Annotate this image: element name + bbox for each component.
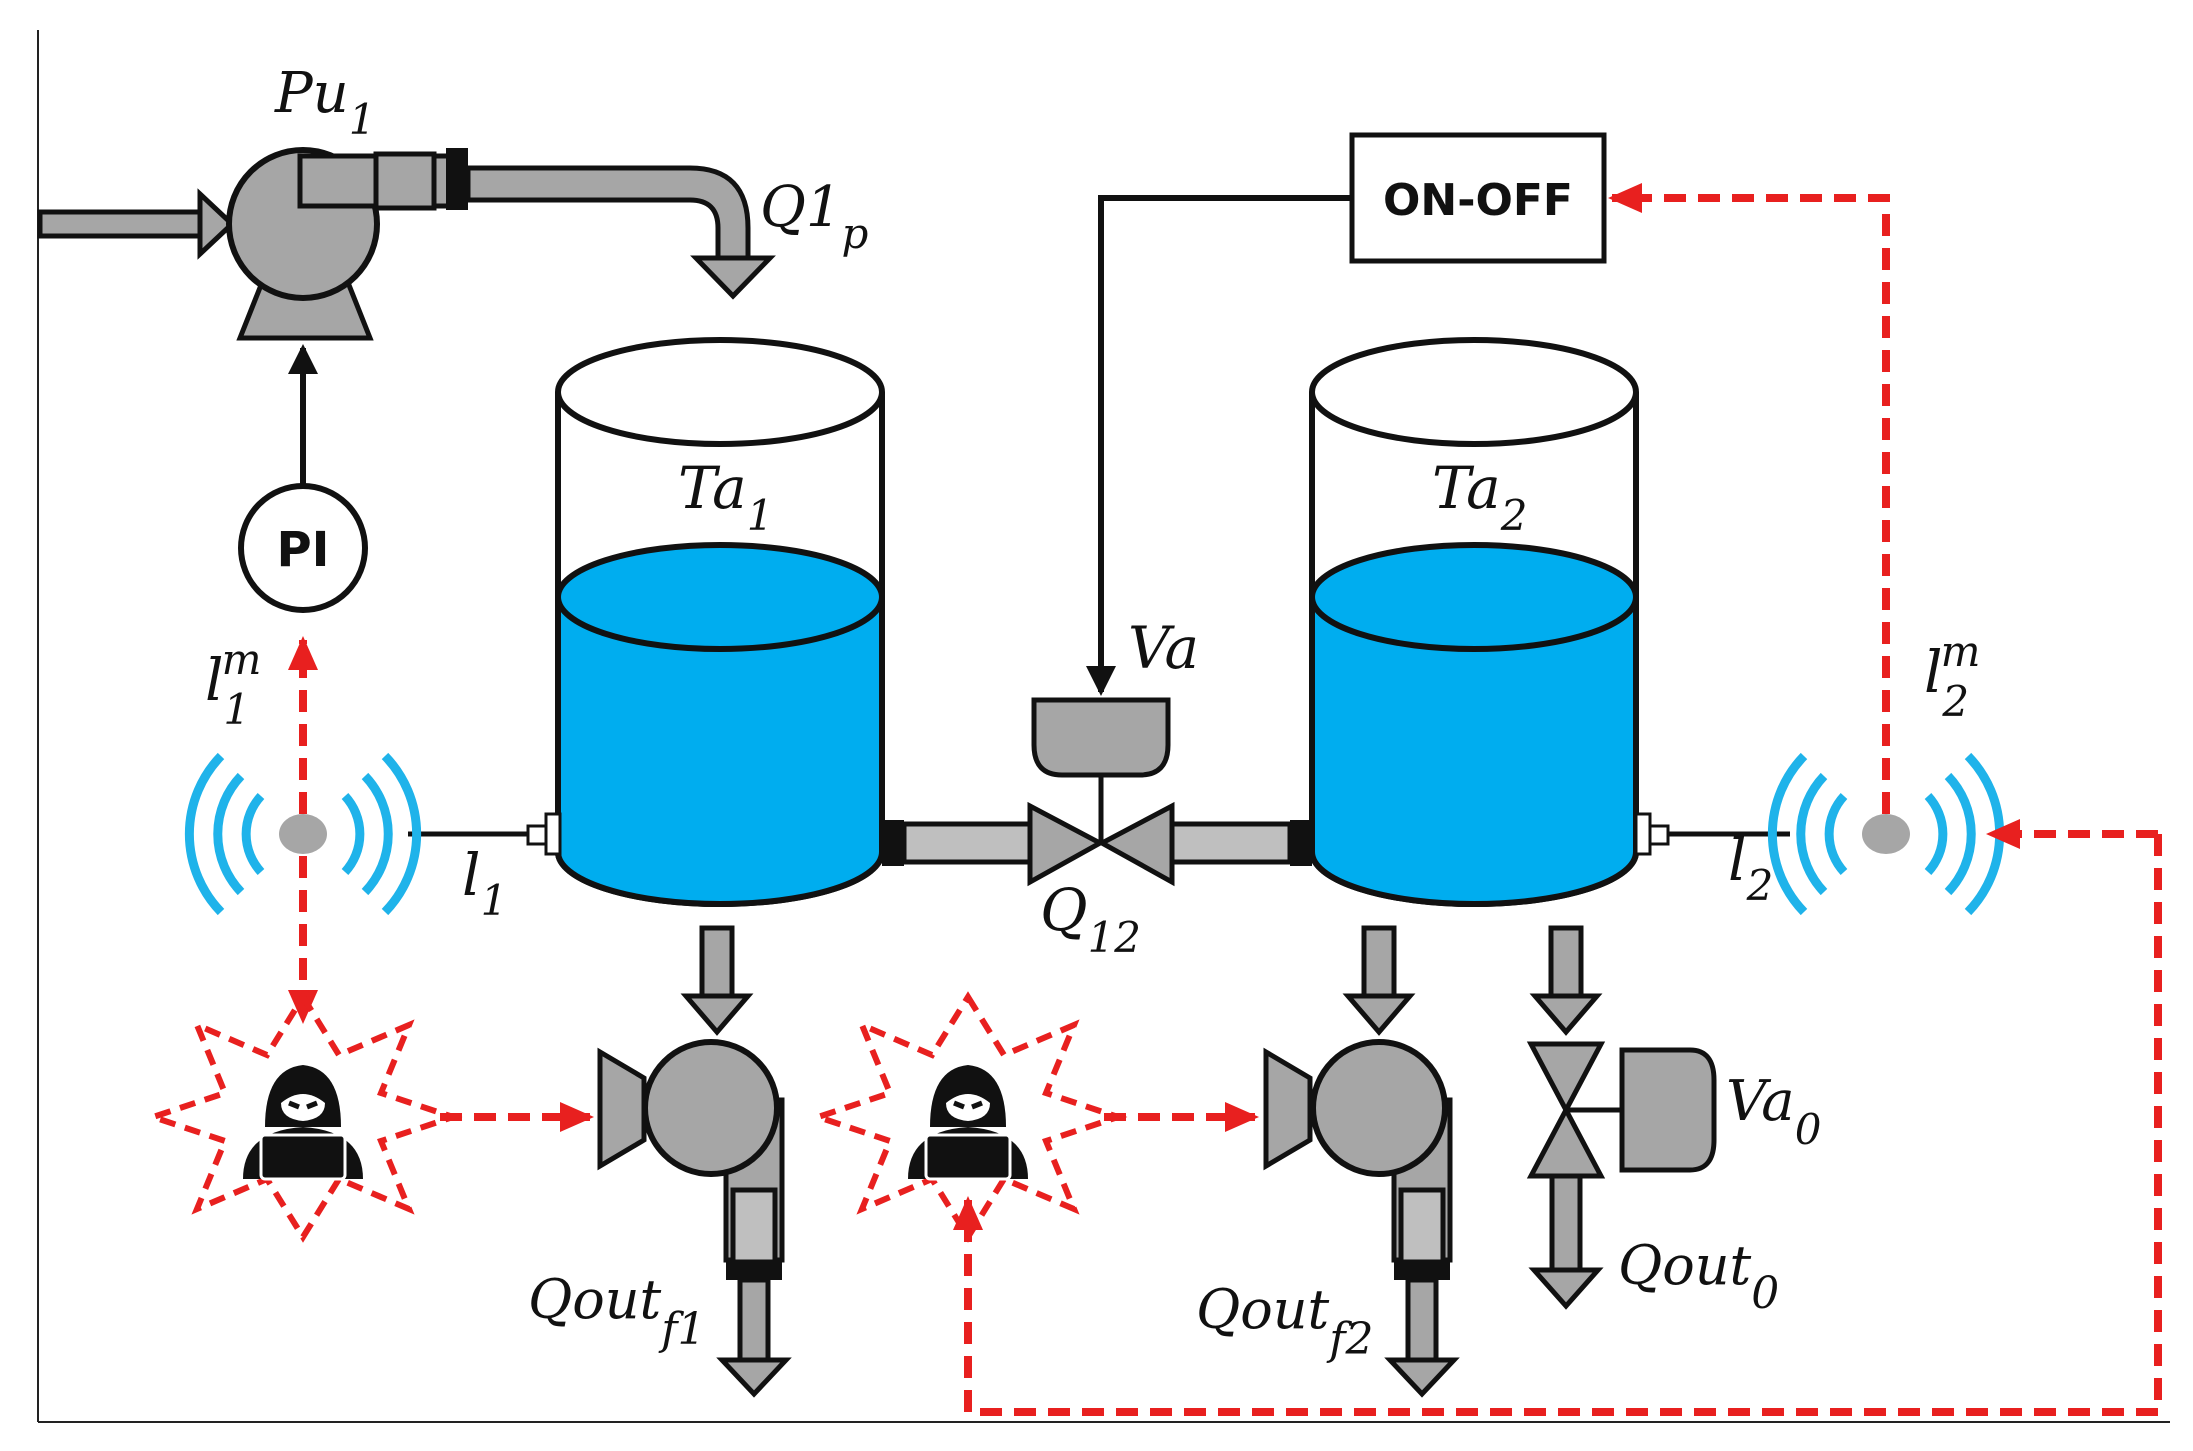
connecting-pipe	[882, 820, 1312, 866]
valve-va	[1027, 697, 1175, 887]
pump-flow-label: Q1p	[760, 175, 868, 258]
tank1-label: Ta1	[678, 454, 774, 540]
wireless-sensor-icon	[184, 752, 422, 916]
tank-ta1	[555, 337, 885, 907]
on-off-controller: ON-OFF	[1349, 132, 1607, 264]
attacker-1	[143, 991, 463, 1243]
valve-va-label: Va	[1128, 614, 1199, 682]
pi-controller: PI	[238, 483, 368, 613]
out-f2-label: Qoutf2	[1196, 1278, 1374, 1365]
wireless-sensor-icon	[1767, 752, 2005, 916]
pi-controller-label: PI	[276, 522, 329, 578]
pump-pu1	[226, 147, 776, 341]
signal-loop-to-attacker2	[953, 834, 2162, 1416]
out-0-label: Qout0	[1618, 1234, 1779, 1319]
pump-label: Pu1	[274, 61, 375, 144]
valve0-label: Va0	[1726, 1069, 1821, 1154]
outlet-pump-f1	[597, 925, 792, 1398]
level1-label: l1	[462, 841, 507, 925]
on-off-to-valve-line	[1086, 195, 1352, 696]
drain-valve-va0	[1526, 925, 1717, 1310]
attacker-2	[808, 991, 1128, 1243]
out-f1-label: Qoutf1	[528, 1268, 706, 1355]
on-off-controller-label: ON-OFF	[1383, 175, 1573, 226]
signal-sensor2-to-on-off	[1608, 183, 1890, 814]
valve-flow-label: Q12	[1040, 876, 1141, 962]
inlet-arrow	[37, 188, 236, 260]
outlet-pump-f2	[1263, 925, 1460, 1398]
tank2-label: Ta2	[1432, 454, 1528, 540]
hacker-icon	[243, 1065, 363, 1181]
level-sensor-2-connection	[1634, 812, 1790, 856]
hacker-icon	[908, 1065, 1028, 1181]
level-sensor-1-connection	[408, 812, 562, 856]
tank-ta2	[1309, 337, 1639, 907]
level2-label: l2	[1728, 826, 1773, 910]
